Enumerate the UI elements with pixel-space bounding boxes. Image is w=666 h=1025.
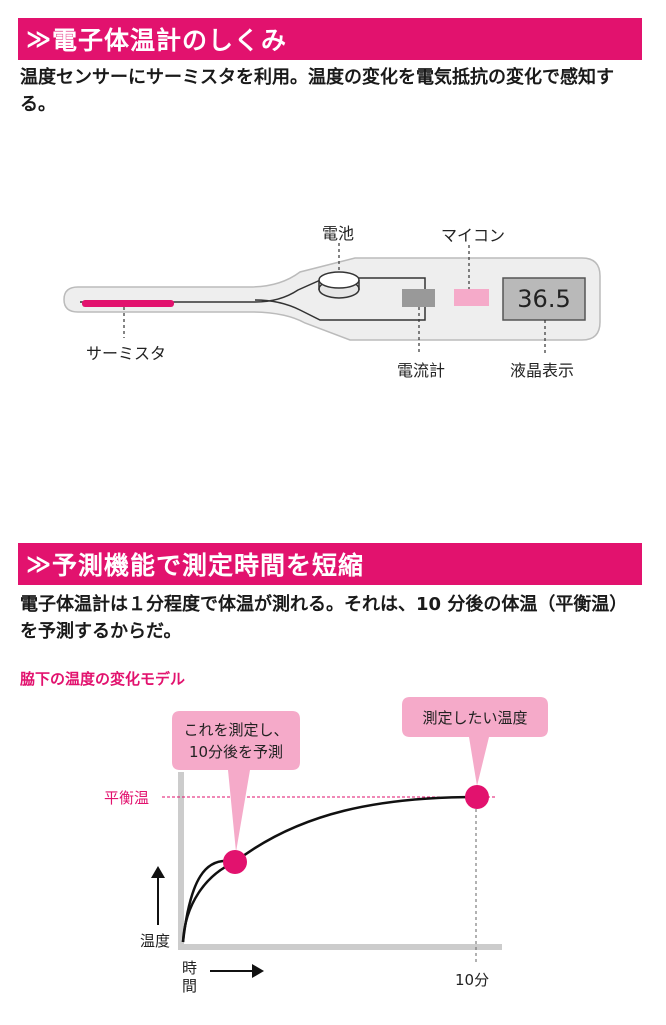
right-arrow-icon [252, 964, 264, 978]
thermistor-label: サーミスタ [86, 344, 167, 363]
ammeter-label: 電流計 [397, 361, 446, 380]
section-header-mechanism: ≫ 電子体温計のしくみ [18, 18, 642, 60]
equilibrium-point [465, 785, 489, 809]
equilibrium-label: 平衡温 [104, 789, 150, 807]
y-axis-label: 温度 [140, 932, 171, 950]
lcd-value: 36.5 [517, 285, 571, 313]
measured-point [223, 850, 247, 874]
thermometer-body [63, 257, 601, 341]
x-axis-label-line2: 間 [182, 977, 198, 995]
chevron-icon: ≫ [26, 550, 52, 578]
microcomputer-element [454, 289, 489, 306]
circuit-outline [80, 277, 426, 321]
callout-left [172, 711, 300, 852]
x-axis-label: 時 間 [182, 959, 197, 995]
callout-left-line2: 10分後を予測 [188, 743, 284, 761]
ammeter-element [402, 289, 435, 307]
graph-title: 脇下の温度の変化モデル [20, 670, 186, 688]
microcomputer-label: マイコン [441, 226, 506, 245]
callout-right-text: 測定したい温度 [422, 709, 528, 727]
lcd-label: 液晶表示 [510, 361, 575, 380]
x-axis-label-line1: 時 [182, 959, 198, 977]
callout-left-text: これを測定し、 10分後を予測 [172, 719, 300, 763]
chevron-icon: ≫ [26, 25, 52, 53]
x-tick-10min: 10分 [455, 971, 490, 989]
up-arrow-icon [151, 866, 165, 878]
callout-right [402, 697, 548, 786]
section-body: 電子体温計は１分程度で体温が測れる。それは、10 分後の体温（平衡温）を予測する… [20, 594, 628, 642]
thermistor-element [82, 300, 174, 307]
battery-label: 電池 [322, 224, 355, 243]
section-title: 電子体温計のしくみ [52, 26, 288, 55]
callout-left-line1: これを測定し、 [183, 721, 289, 739]
section-title: 予測機能で測定時間を短縮 [52, 551, 365, 580]
temperature-curve [181, 795, 479, 943]
section-body: 温度センサーにサーミスタを利用。温度の変化を電気抵抗の変化で感知する。 [20, 67, 614, 115]
section-header-prediction: ≫ 予測機能で測定時間を短縮 [18, 543, 642, 585]
lcd-display [502, 277, 586, 321]
